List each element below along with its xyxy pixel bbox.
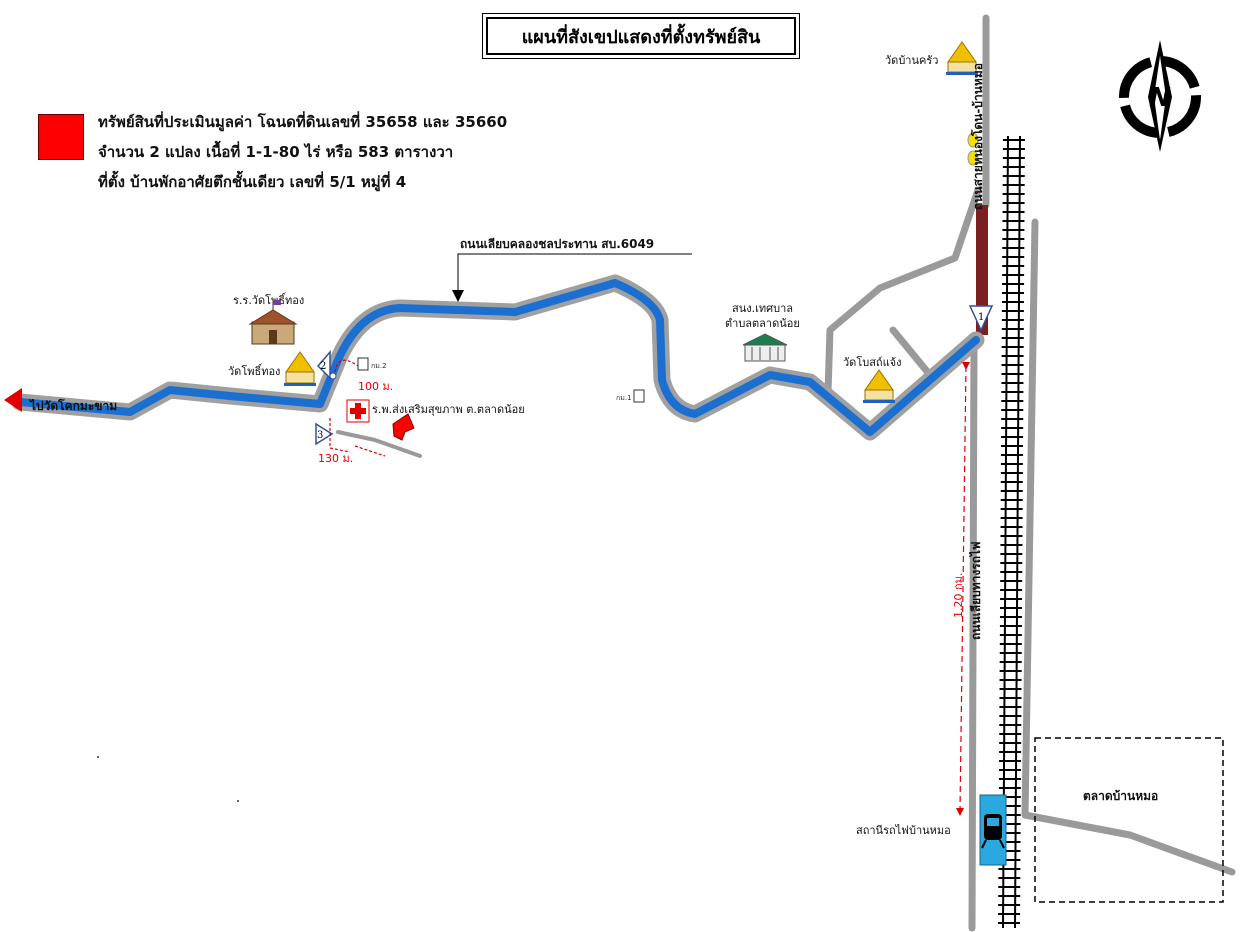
school-icon <box>248 300 298 345</box>
compass-icon: N <box>1119 40 1201 152</box>
stray-dot-a <box>97 756 99 758</box>
marker-2-icon: 2 <box>316 349 337 380</box>
map-title-frame: แผนที่สังเขปแสดงที่ตั้งทรัพย์สิน <box>486 17 796 55</box>
west-arrow-icon <box>4 388 22 412</box>
market-road <box>1021 218 1236 876</box>
map-title: แผนที่สังเขปแสดงที่ตั้งทรัพย์สิน <box>521 26 761 48</box>
market-area <box>1034 737 1224 903</box>
wat-ban-khrua-temple-icon <box>946 41 978 75</box>
municipal-building-icon <box>742 333 788 362</box>
canal-road-pointer-arrow-icon <box>452 290 464 302</box>
km1-post-icon <box>633 389 645 403</box>
stray-dot-b <box>237 800 239 802</box>
north-road-dark-segment <box>976 205 988 335</box>
distance-120-arrow-top-icon <box>962 362 970 370</box>
distance-120-line <box>959 365 967 811</box>
km2-post-icon <box>357 357 369 371</box>
legend-text: ทรัพย์สินที่ประเมินมูลค่า โฉนดที่ดินเลขท… <box>98 108 618 198</box>
distance-130-label: 130 ม. <box>318 452 353 465</box>
marker-1-icon: 1 <box>968 305 994 332</box>
property-parcel <box>392 413 415 441</box>
school-label: ร.ร.วัดโพธิ์ทอง <box>233 292 304 307</box>
market-label: ตลาดบ้านหมอ <box>1083 789 1158 803</box>
marker-3-label: 3 <box>317 430 323 441</box>
marker-3-icon: 3 <box>315 422 334 446</box>
legend-line-2: จำนวน 2 แปลง เนื้อที่ 1-1-80 ไร่ หรือ 58… <box>98 143 454 161</box>
distance-120-label: 1.20 กม. <box>952 573 965 618</box>
wat-photong-label: วัดโพธิ์ทอง <box>228 363 280 378</box>
legend-swatch <box>38 114 84 160</box>
distance-120-arrow-bottom-icon <box>956 808 964 816</box>
branch-road-left <box>824 186 982 396</box>
wat-bot-label: วัดโบสถ์แจ้ง <box>843 355 902 369</box>
km2-label: กม.2 <box>371 362 387 370</box>
to-wat-label: ไปวัดโคกมะขาม <box>28 398 117 413</box>
compass-n-label: N <box>1149 83 1171 113</box>
municipal-label-1: สนง.เทศบาล <box>732 302 793 315</box>
distance-130-line-b <box>354 445 386 457</box>
train-icon <box>981 814 1005 849</box>
legend-line-1: ทรัพย์สินที่ประเมินมูลค่า โฉนดที่ดินเลขท… <box>98 113 508 131</box>
marker-1-label: 1 <box>978 312 984 323</box>
wat-ban-khrua-label: วัดบ้านครัว <box>885 54 938 67</box>
north-road-label: ถนนสายหนองโดน-บ้านหมอ <box>970 63 985 210</box>
map-title-box: แผนที่สังเขปแสดงที่ตั้งทรัพย์สิน <box>482 13 800 59</box>
distance-100-label: 100 ม. <box>358 380 393 393</box>
wat-bot-temple-icon <box>863 369 895 403</box>
marker-2-label: 2 <box>320 361 326 372</box>
hospital-label: ร.พ.ส่งเสริมสุขภาพ ต.ตลาดน้อย <box>372 403 525 416</box>
hospital-lane <box>336 430 422 458</box>
branch-road-short <box>889 326 934 379</box>
distance-130-line-a <box>329 418 351 453</box>
yellow-markers-icon <box>967 132 979 166</box>
municipal-label-2: ตำบลตลาดน้อย <box>725 317 800 330</box>
hospital-cross-icon <box>346 399 370 423</box>
railway-road-label: ถนนเลียบทางรถไฟ <box>968 541 983 640</box>
km1-label: กม.1 <box>616 394 632 402</box>
railway-road <box>968 336 978 932</box>
distance-100-line <box>334 359 359 373</box>
canal-road <box>16 279 980 436</box>
wat-photong-temple-icon <box>284 351 316 386</box>
canal-road-pointer <box>457 253 692 296</box>
legend-line-3: ที่ตั้ง บ้านพักอาศัยตึกชั้นเดียว เลขที่ … <box>98 173 407 191</box>
station-label: สถานีรถไฟบ้านหมอ <box>856 824 951 837</box>
canal-road-label: ถนนเลียบคลองชลประทาน สบ.6049 <box>460 237 654 251</box>
